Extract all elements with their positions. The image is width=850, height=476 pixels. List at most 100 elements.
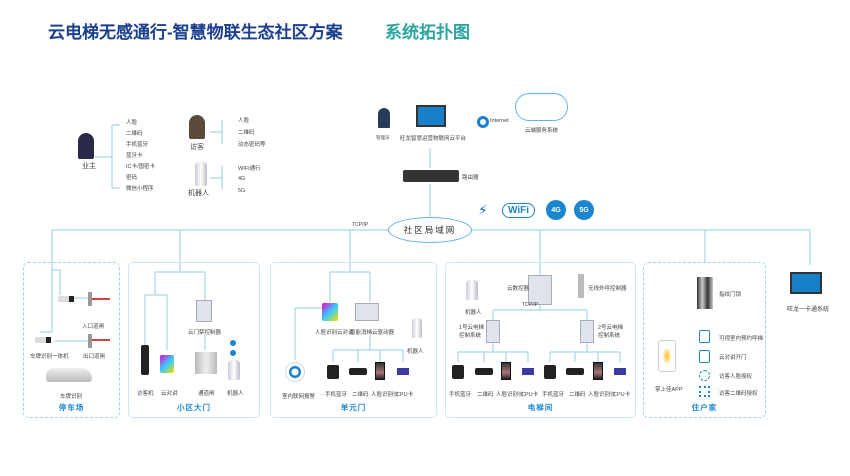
robot-method: 4G [238,176,246,182]
platform-label: 旺龙智慧运营物联网云平台 [400,136,467,142]
zone-gate-label: 小区大门 [177,403,211,412]
zone-unit-label: 单元门 [340,403,367,412]
intercom-icon [160,355,174,373]
visitor-method: 人脸 [238,118,250,124]
bluetooth-reader-icon [327,365,339,379]
zone-home-label: 住户家 [691,403,718,412]
alarm-icon [285,362,305,382]
face-intercom-label: 人脸识别云对讲 [315,330,354,336]
card-system-label: 旺龙一卡通系统 [787,307,830,313]
5g-badge: 5G [574,200,594,220]
cpu-card-icon [614,368,626,375]
unit-item: 二维码 [352,392,369,398]
elevator-item: CPU卡 [613,392,631,398]
zone-parking: 停车场 [23,262,120,418]
zone-elevator-label: 电梯间 [527,403,554,412]
community-lan: 社区局域网 [388,217,472,243]
home-item: 云对讲开门 [719,355,747,361]
page-subtitle: 系统拓扑图 [385,23,470,42]
elevator-system-1-icon [486,320,500,343]
tcp-ip-label: TCP/IP [352,222,369,228]
wifi-badge: WiFi [502,203,536,218]
intercom-label: 云对讲 [161,391,178,397]
barrier-gate-icon [88,292,92,306]
zone-unit-door: 单元门 [270,262,437,418]
internet-icon [477,116,489,128]
face-reader-icon [375,362,385,380]
visitor-label: 访客 [190,144,204,151]
owner-method: 人脸 [126,120,138,126]
barrier-arm [92,298,110,300]
bluetooth-reader-icon [544,365,556,379]
wireless-call-label: 无线外呼控制器 [588,286,627,292]
qr-auth-icon [699,386,710,397]
lpr-label: 车牌识别一体机 [30,354,69,360]
robot-label: 机器人 [188,190,209,197]
4g-badge: 4G [546,200,566,220]
door-controller-icon [196,300,212,322]
cloud-icon [515,93,568,121]
elevator-system-2-label: 2号云电梯控制系统 [598,325,624,339]
wireless-call-icon [578,274,584,298]
unit-item: 人脸识别仪 [371,392,399,398]
visitor-method: 二维码 [238,130,255,136]
zone-elevator: 电梯间 [445,262,636,418]
4g-icon [230,340,236,346]
phone-app-icon [658,340,676,372]
elevator-item: 人脸识别仪 [496,392,524,398]
zone-gate: 小区大门 [128,262,260,418]
elevator-system-2-icon [580,320,594,343]
visitor-figure-icon [189,115,205,139]
owner-method: IC卡/国密卡 [126,164,156,170]
intercom-door-icon [699,350,710,363]
turnstile-icon [195,352,217,374]
robot-icon [412,318,422,338]
page-title: 云电梯无感通行-智慧物联生态社区方案 [48,23,343,42]
cpu-card-icon [522,368,534,375]
qr-reader-icon [475,368,493,375]
lock-label: 指纹门锁 [719,292,742,298]
alarm-label: 室内联网报警 [282,394,316,400]
robot-icon [195,162,207,186]
elevator-item: 手机蓝牙 [449,392,472,398]
robot-icon [466,280,478,300]
face-auth-icon [699,370,710,381]
zone-home: 住户家 [643,262,766,418]
app-label: 掌上佳APP [655,387,683,393]
door-driver-icon [355,303,379,321]
unit-item: 手机蓝牙 [325,392,348,398]
robot-label: 机器人 [227,391,244,397]
turnstile-label: 通道闸 [198,391,215,397]
elevator-item: 二维码 [477,392,494,398]
tcp-ip-label: TCP/IP [522,302,539,308]
admin-icon [378,108,390,128]
barrier-arm [92,339,110,341]
cloud-controller-icon [528,275,552,305]
owner-method: 微信小程序 [126,186,154,192]
barrier-gate-icon [88,334,92,348]
router-label: 路由器 [462,175,479,181]
owner-method: 密码 [126,175,138,181]
video-call-icon [699,330,710,343]
home-item: 可视室内预约呼梯 [719,336,764,342]
owner-method: 手机蓝牙 [126,142,149,148]
elevator-item: 人脸识别仪 [588,392,616,398]
door-driver-label: 智能消梯云驱动器 [350,330,395,336]
car-icon [46,368,92,382]
face-intercom-icon [322,303,338,321]
cloud-controller-label: 云数控器 [507,286,530,292]
elevator-item: 手机蓝牙 [542,392,565,398]
entry-gate-label: 入口道闸 [82,324,105,330]
owner-method: 二维码 [126,131,143,137]
elevator-item: 二维码 [569,392,586,398]
5g-icon [230,350,236,356]
car-label: 车牌识别 [60,394,83,400]
fingerprint-lock-icon [697,277,713,309]
home-item: 访客人脸授权 [719,374,753,380]
door-controller-label: 云门禁控制器 [188,330,222,336]
visitor-machine-label: 访客机 [137,391,154,397]
home-item: 访客二维码授权 [719,391,758,397]
elevator-system-1-label: 1号云电梯控制系统 [459,325,485,339]
visitor-method: 动态密码等 [238,142,266,148]
face-reader-icon [593,362,603,380]
